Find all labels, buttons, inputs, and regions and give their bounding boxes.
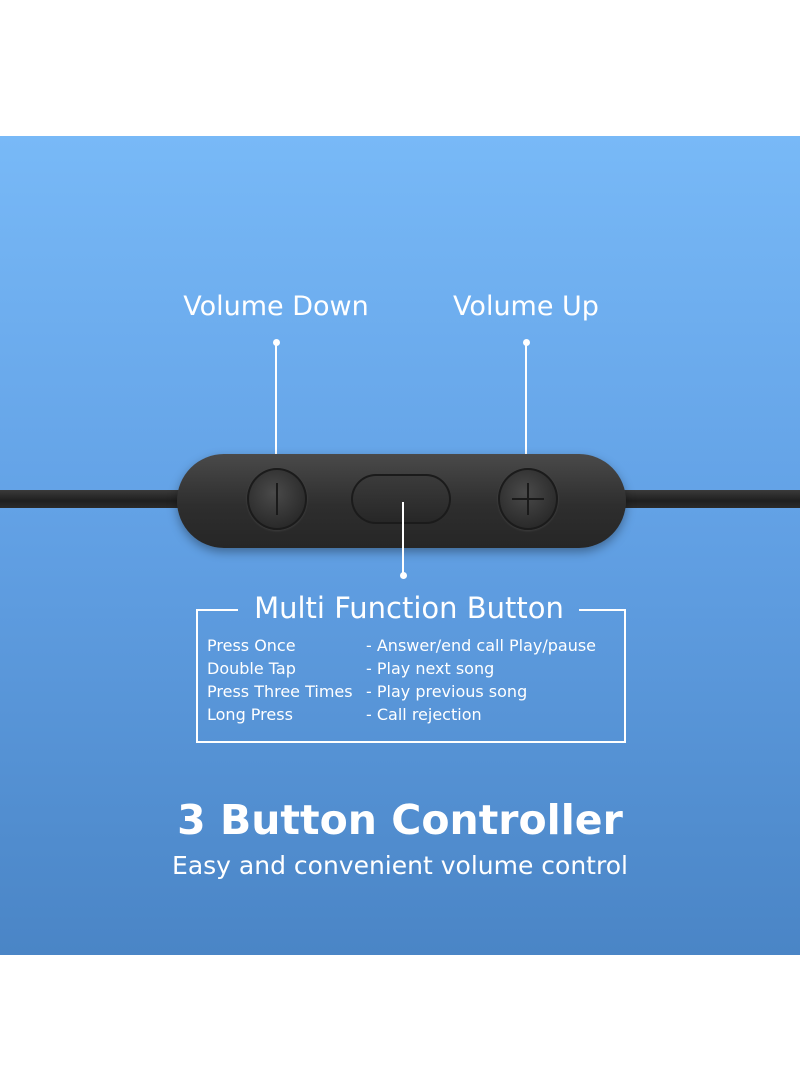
volume-down-pointer-line [275,342,277,470]
volume-down-label: Volume Down [183,291,369,322]
volume-up-pointer-line [525,342,527,470]
multi-function-pointer-dot [400,572,407,579]
subheadline: Easy and convenient volume control [172,851,628,880]
plus-icon [512,483,544,515]
multi-function-pointer-line [402,502,404,575]
volume-down-button[interactable] [247,468,307,530]
blue-background-panel: Volume Down Volume Up Multi Function But… [0,136,800,955]
multi-function-info-box [196,609,626,743]
minus-icon [276,483,278,515]
headline: 3 Button Controller [177,796,623,844]
info-box-top-border-right [579,609,624,611]
action-double-tap: Double Tap [207,659,296,678]
multi-function-button[interactable] [351,474,451,524]
multi-function-title: Multi Function Button [254,591,564,625]
result-press-once: - Answer/end call Play/pause [366,636,597,655]
action-press-once: Press Once [207,636,296,655]
action-press-three-times: Press Three Times [207,682,353,701]
volume-up-button[interactable] [498,468,558,530]
result-long-press: - Call rejection [366,705,482,724]
result-press-three-times: - Play previous song [366,682,528,701]
action-long-press: Long Press [207,705,293,724]
info-box-top-border-left [196,609,238,611]
result-double-tap: - Play next song [366,659,495,678]
volume-up-label: Volume Up [453,291,599,322]
